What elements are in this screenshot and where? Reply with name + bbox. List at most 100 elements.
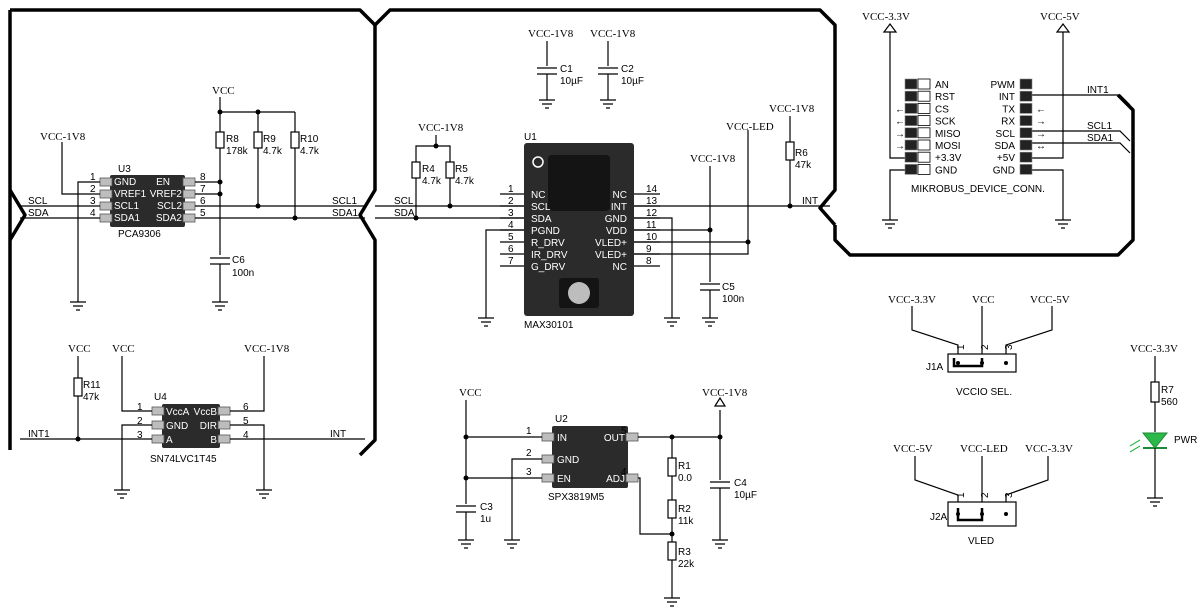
ground-icon — [256, 489, 272, 499]
u3-ref: U3 — [118, 164, 131, 175]
u3-vref1-net: VCC-1V8 — [40, 131, 86, 143]
ground-icon — [70, 301, 86, 311]
u1-sda-label: SDA — [394, 208, 415, 219]
u1-pin-num-12: 12 — [646, 208, 658, 219]
u2-vcc-label: VCC — [459, 387, 482, 399]
j2-pin-2: 2 — [980, 492, 991, 498]
mikrobus-right-pin-7: GND — [993, 165, 1015, 176]
u1-vled-net: VCC-LED — [726, 121, 774, 133]
r6-net: VCC-1V8 — [769, 103, 815, 115]
j2-title: VLED — [968, 536, 994, 547]
u4-pin-a: A — [166, 435, 173, 446]
r11-ref: R11 — [83, 380, 101, 391]
pwr-led-circuit: VCC-3.3V R7 560 PWR — [1129, 343, 1197, 498]
u3-pin-scl2: SCL2 — [157, 201, 182, 212]
u1-pin-num-9: 9 — [646, 244, 652, 255]
u1-pin-num-6: 6 — [508, 244, 514, 255]
j2-pin-1: 1 — [956, 492, 967, 498]
r9-ref: R9 — [263, 134, 276, 145]
j1-pin-3: 3 — [1004, 344, 1015, 350]
ground-icon — [504, 539, 520, 549]
j1-ref: J1A — [926, 362, 944, 373]
u4-pin-b: B — [210, 435, 217, 446]
u3-body — [110, 175, 185, 227]
u1-pin-right-3: VDD — [606, 226, 627, 237]
c4-value: 10µF — [734, 490, 757, 501]
r4-ref: R4 — [422, 164, 435, 175]
u3-pin-sda2: SDA2 — [156, 213, 183, 224]
ground-icon — [702, 317, 718, 327]
u2-pin-en: EN — [557, 474, 571, 485]
u3-pin-en: EN — [156, 177, 170, 188]
mikrobus-left-pad — [917, 103, 931, 114]
u1-pin-num-5: 5 — [508, 232, 514, 243]
j2-jumper: VCC-5V VCC-LED VCC-3.3V 1 2 3 J2A VLED — [893, 443, 1073, 547]
u3-pin-vref2: VREF2 — [150, 189, 183, 200]
u1-pin-right-0: NC — [613, 190, 627, 201]
ground-icon — [600, 99, 616, 109]
u1-pin-num-7: 7 — [508, 256, 514, 267]
u1-pin-left-6: G_DRV — [531, 262, 566, 273]
r5-ref: R5 — [455, 164, 468, 175]
mikrobus-right-arrow-icon: → — [1036, 129, 1046, 140]
u3-pin-num-7: 7 — [200, 184, 206, 195]
j2-net-3: VCC-3.3V — [1025, 443, 1073, 455]
u2-pin-gnd: GND — [557, 455, 579, 466]
u1-pullup-net: VCC-1V8 — [418, 122, 464, 134]
r5-value: 4.7k — [455, 176, 475, 187]
u4-pin-vcca: VccA — [166, 407, 190, 418]
c5-ref: C5 — [722, 282, 735, 293]
u4-pin-gnd: GND — [166, 421, 188, 432]
u1-pin-right-4: VLED+ — [595, 238, 627, 249]
u3-pin-scl1: SCL1 — [114, 201, 139, 212]
u1-pin-num-13: 13 — [646, 196, 658, 207]
mikrobus-left-pad — [917, 115, 931, 126]
mikrobus-right-pin-3: RX — [1001, 117, 1015, 128]
u3-block: U3 PCA9306 GND VREF1 SCL1 SDA1 EN VREF2 … — [90, 164, 206, 240]
u3-pin-num-2: 2 — [90, 184, 96, 195]
ground-icon — [882, 219, 898, 229]
c6-ref: C6 — [232, 255, 245, 266]
r8-value: 178k — [226, 146, 249, 157]
u3-part: PCA9306 — [118, 229, 161, 240]
u2-pin-out: OUT — [604, 433, 625, 444]
u3-pin-vref1: VREF1 — [114, 189, 147, 200]
u3-vcc-label: VCC — [212, 85, 235, 97]
ground-icon — [712, 539, 728, 549]
mikrobus-left-pin-7: GND — [935, 165, 957, 176]
ground-icon — [212, 301, 228, 311]
r3-value: 22k — [678, 559, 695, 570]
u2-body — [552, 426, 628, 488]
u3-sda1-label: SDA1 — [332, 208, 359, 219]
mikrobus-scl1-net: SCL1 — [1087, 121, 1112, 132]
u1-pin-num-10: 10 — [646, 232, 658, 243]
u3-pin-num-1: 1 — [90, 172, 96, 183]
j2-pin-3: 3 — [1004, 492, 1015, 498]
r3-ref: R3 — [678, 547, 691, 558]
u3-pin-num-8: 8 — [200, 172, 206, 183]
ground-icon — [664, 317, 680, 327]
mikrobus-connector: VCC-3.3V VCC-5V MIKROBUS_DEVICE_CONN. IN… — [862, 11, 1131, 220]
u1-pin-right-1: INT — [611, 202, 627, 213]
ground-icon — [664, 597, 680, 607]
c5-net: VCC-1V8 — [690, 153, 736, 165]
u3-pin-num-6: 6 — [200, 196, 206, 207]
mikrobus-right-pin-6: +5V — [997, 153, 1015, 164]
mikrobus-3v3-label: VCC-3.3V — [862, 11, 910, 23]
u4-block: U4 SN74LVC1T45 VccA GND A VccB DIR B 1 2… — [137, 392, 249, 465]
mikrobus-right-arrow-icon: ← — [1036, 104, 1046, 115]
u4-pin-dir: DIR — [200, 421, 217, 432]
c5-value: 100n — [722, 294, 744, 305]
mikrobus-left-arrow-icon: ← — [895, 117, 905, 128]
mikrobus-right-pin-1: INT — [999, 92, 1015, 103]
r11-value: 47k — [83, 392, 100, 403]
u2-pin-num-4: 4 — [621, 467, 627, 478]
mikrobus-left-pad — [917, 163, 931, 175]
ground-symbols — [70, 99, 1163, 607]
ground-icon — [458, 539, 474, 549]
mikrobus-5v-label: VCC-5V — [1040, 11, 1080, 23]
mikrobus-right-pin-0: PWM — [991, 80, 1015, 91]
u1-pin-left-0: NC — [531, 190, 545, 201]
u2-part: SPX3819M5 — [548, 492, 605, 503]
